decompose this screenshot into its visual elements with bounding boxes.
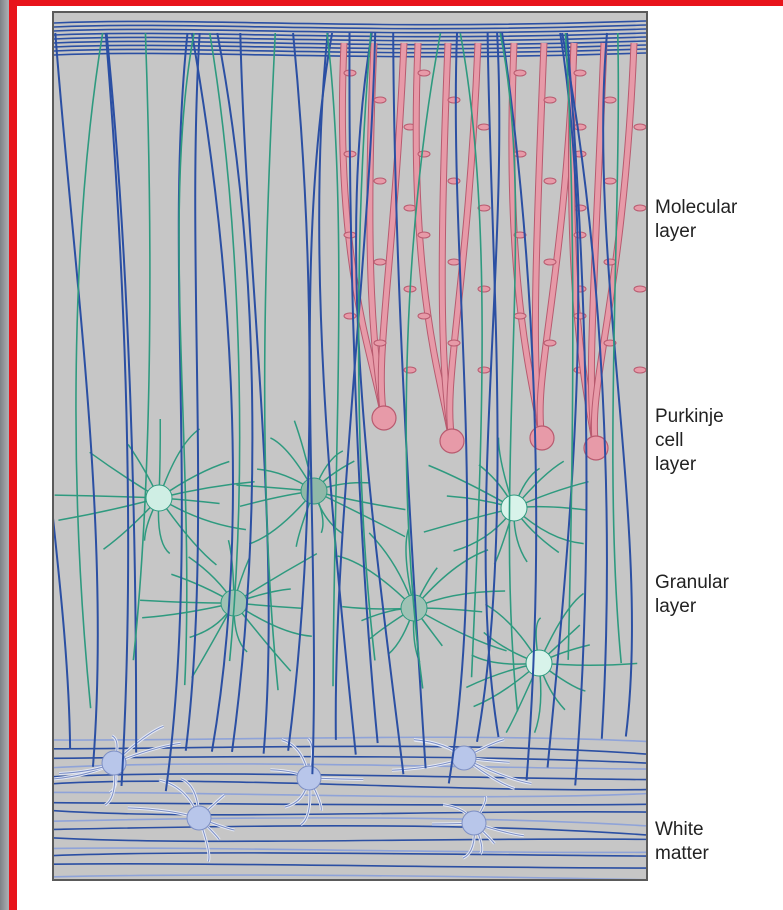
purkinje-cell-body (440, 429, 464, 453)
dendritic-spine (418, 70, 430, 76)
granule-dendrite (55, 495, 159, 498)
white-matter-fiber (54, 864, 646, 868)
white-matter-fiber (54, 757, 646, 763)
dendritic-spine (514, 313, 526, 319)
dendritic-spine (604, 178, 616, 184)
dendritic-spine (574, 70, 586, 76)
white-matter-fiber (54, 811, 646, 815)
dendritic-spine (478, 367, 490, 373)
granule-axon (613, 33, 621, 663)
granular-layer-label: Granular layer (655, 571, 729, 619)
granule-dendrite (142, 603, 234, 618)
white-matter-cell-body (462, 811, 486, 835)
white-matter-cell-body (297, 766, 321, 790)
dendritic-spine (634, 367, 646, 373)
granule-cell-body (526, 650, 552, 676)
climbing-fiber (288, 33, 309, 751)
dendritic-spine (604, 259, 616, 265)
white-matter-fiber (54, 818, 646, 826)
dendritic-spine (544, 178, 556, 184)
dendritic-spine (418, 232, 430, 238)
dendritic-spine (634, 205, 646, 211)
granule-cell-body (301, 478, 327, 504)
white-matter-fiber (54, 875, 646, 879)
granule-axon (210, 33, 240, 661)
dendritic-spine (374, 178, 386, 184)
granule-axon (327, 33, 339, 686)
white-matter-fiber (54, 803, 646, 805)
granule-dendrite (424, 508, 514, 532)
dendritic-spine (448, 178, 460, 184)
purkinje-cell-body (372, 406, 396, 430)
white-matter-cell-body (187, 806, 211, 830)
dendritic-spine (574, 124, 586, 130)
dendritic-spine (448, 97, 460, 103)
climbing-fiber (107, 33, 137, 753)
granule-cell-body (146, 485, 172, 511)
white-matter-label: White matter (655, 818, 709, 866)
granule-axon (76, 33, 103, 708)
dendritic-spine (448, 340, 460, 346)
dendritic-spine (374, 259, 386, 265)
purkinje-layer-label: Purkinje cell layer (655, 405, 724, 477)
dendritic-spine (544, 259, 556, 265)
white-matter-fiber (54, 838, 646, 841)
cerebellum-illustration (54, 13, 646, 879)
climbing-fiber (186, 33, 200, 751)
dendritic-spine (448, 259, 460, 265)
white-matter-fiber (54, 853, 646, 856)
dendritic-spine (404, 367, 416, 373)
white-matter-fiber (54, 848, 646, 852)
dendritic-spine (604, 97, 616, 103)
dendritic-spine (478, 124, 490, 130)
dendritic-spine (634, 286, 646, 292)
dendritic-spine (544, 97, 556, 103)
parallel-fiber (54, 25, 646, 29)
dendritic-spine (514, 151, 526, 157)
parallel-fiber (54, 29, 646, 33)
parallel-fiber (54, 21, 646, 25)
dendritic-spine (478, 286, 490, 292)
dendritic-spine (404, 205, 416, 211)
granule-dendrite (539, 663, 637, 665)
climbing-fiber (166, 33, 188, 791)
granule-cell-body (501, 495, 527, 521)
white-matter-fiber (54, 781, 646, 790)
dendritic-spine (634, 124, 646, 130)
granule-axon (133, 33, 150, 660)
white-matter-fiber (54, 792, 646, 796)
dendritic-spine (514, 70, 526, 76)
climbing-fiber (217, 33, 252, 752)
dendritic-spine (344, 313, 356, 319)
granule-dendrite (159, 482, 255, 498)
molecular-layer-label: Molecular layer (655, 196, 737, 244)
climbing-fiber (54, 33, 70, 748)
dendritic-spine (344, 232, 356, 238)
dendritic-spine (374, 340, 386, 346)
white-matter-cell-body (452, 746, 476, 770)
cerebellum-diagram (52, 11, 648, 881)
dendritic-spine (544, 340, 556, 346)
dendritic-spine (418, 313, 430, 319)
dendritic-spine (418, 151, 430, 157)
granule-cells (55, 419, 638, 733)
white-matter-fiber (54, 826, 646, 835)
dendritic-spine (374, 97, 386, 103)
purkinje-cell-body (530, 426, 554, 450)
white-matter-fiber (54, 764, 646, 769)
